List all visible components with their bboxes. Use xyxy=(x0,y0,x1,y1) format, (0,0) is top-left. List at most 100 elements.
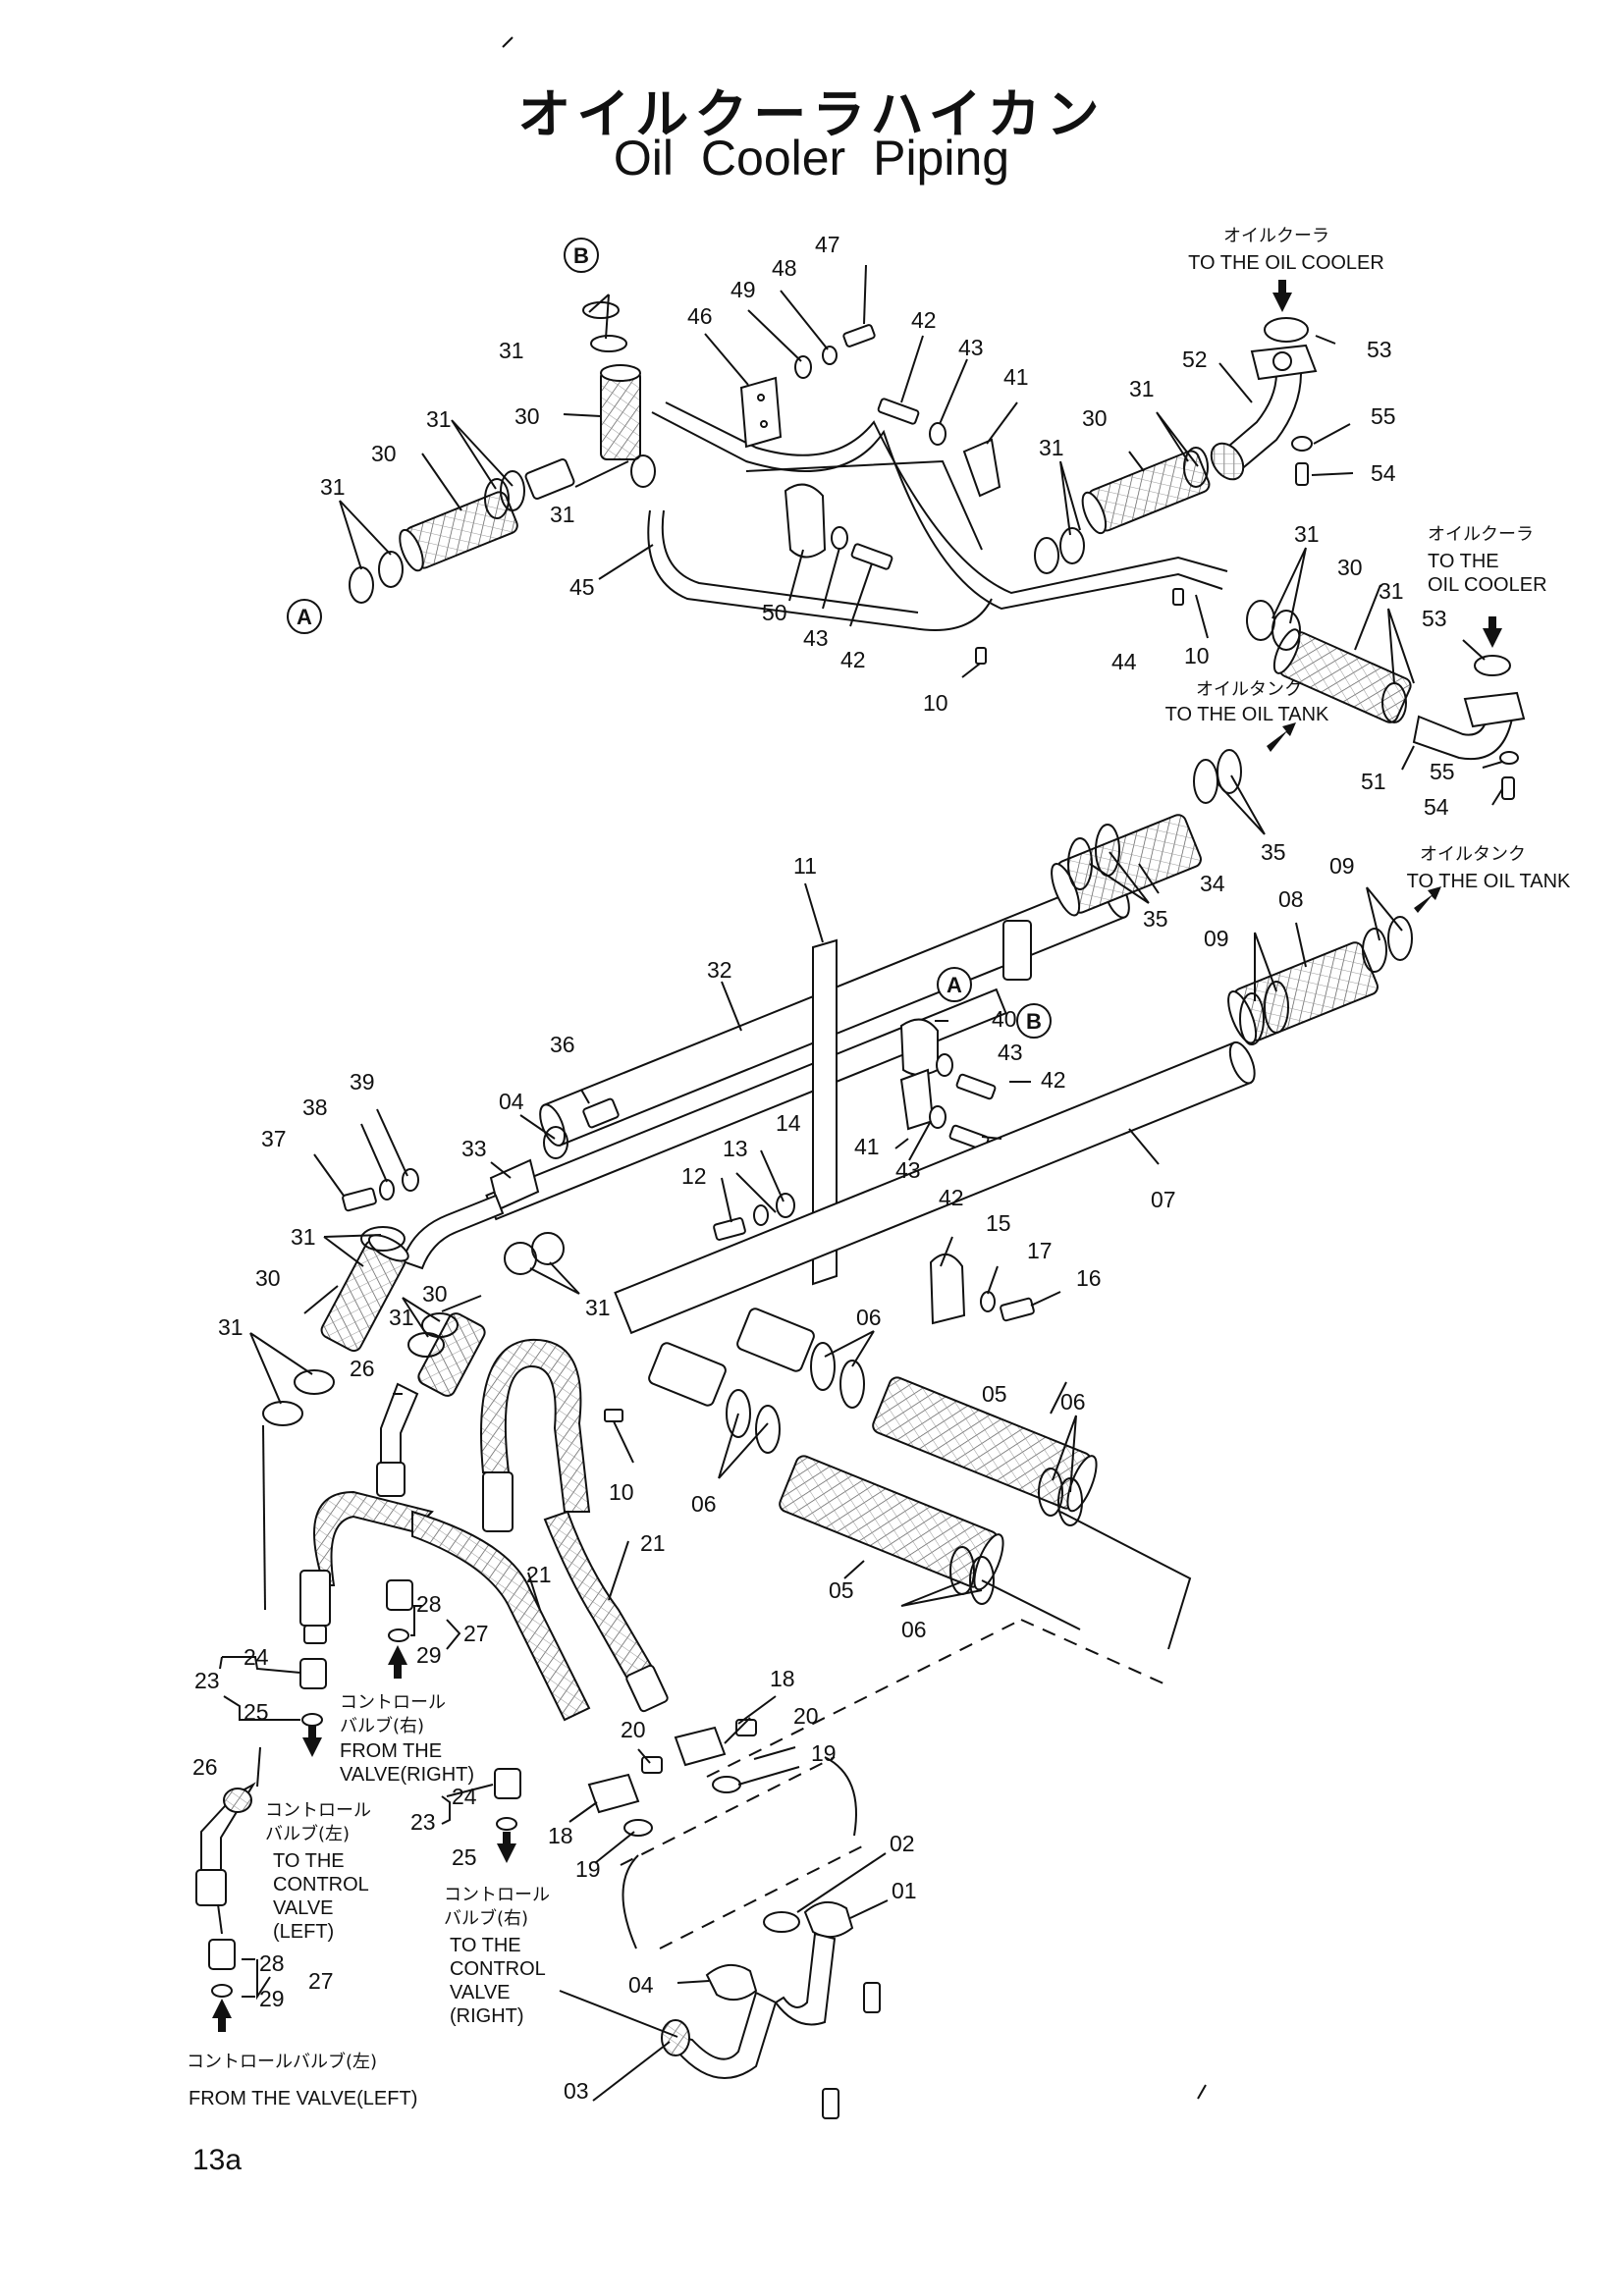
washer-17 xyxy=(980,1291,996,1312)
part-label-38: 38 xyxy=(302,1095,328,1120)
part-label-03: 03 xyxy=(564,2078,589,2104)
bolt-54-top xyxy=(1295,462,1309,486)
clamp-31-i1 xyxy=(360,1226,406,1252)
arrow-up-oil-cooler-right xyxy=(1483,616,1502,648)
annotation-from-valve-left: コントロールバルブ(左) FROM THE VALVE(LEFT) xyxy=(187,2051,417,2109)
part-label-10-upper-a: 10 xyxy=(923,690,948,716)
part-label-31-mid-right: 31 xyxy=(585,1295,611,1320)
hose-30-left-lower xyxy=(320,1234,409,1353)
bolt-03 xyxy=(822,2088,839,2119)
arrow-up-29-lower xyxy=(212,1999,232,2032)
part-label-11: 11 xyxy=(793,853,817,879)
annotation-to-oil-cooler-right: オイルクーラ TO THE OIL COOLER xyxy=(1428,524,1547,596)
part-label-42-mid: 42 xyxy=(840,647,866,672)
part-label-29-top: 29 xyxy=(416,1642,442,1668)
clamp-06-d xyxy=(755,1405,781,1454)
part-label-39: 39 xyxy=(350,1069,375,1095)
part-label-42-mid-b: 42 xyxy=(939,1185,964,1210)
part-label-20-left: 20 xyxy=(621,1717,646,1742)
part-label-31-mid-left: 31 xyxy=(550,502,575,527)
annotation-to-valve-left: コントロール バルブ(左) TO THE CONTROL VALVE (LEFT… xyxy=(265,1800,371,1943)
clamp-31-d1 xyxy=(1183,447,1209,488)
bolt-01 xyxy=(863,1982,881,2013)
part-label-15: 15 xyxy=(986,1210,1011,1236)
plug-10-lower xyxy=(604,1409,623,1422)
clamp-35-c xyxy=(1193,759,1218,804)
part-label-06-left: 06 xyxy=(691,1491,717,1517)
washer-43-mid-a xyxy=(936,1053,953,1077)
stray-mark-bottom xyxy=(1197,2084,1207,2100)
part-label-09-upper: 09 xyxy=(1329,853,1355,879)
note-en1-to-valve-right: TO THE xyxy=(450,1935,521,1956)
part-label-31-upper-right: 31 xyxy=(1129,376,1155,401)
flange-04-lower xyxy=(705,1964,758,2002)
clamp-06-h xyxy=(969,1556,995,1605)
part-label-37: 37 xyxy=(261,1126,287,1151)
bolt-37 xyxy=(342,1187,377,1212)
part-label-21-left: 21 xyxy=(526,1562,552,1587)
note-en-oil-tank-1: TO THE OIL TANK xyxy=(1165,704,1329,725)
washer-14 xyxy=(776,1193,795,1218)
part-label-43-mid-b: 43 xyxy=(895,1157,921,1183)
part-label-30-vertical: 30 xyxy=(514,403,540,429)
middle-piping-group xyxy=(262,749,1413,1605)
part-label-31-far-left: 31 xyxy=(320,474,346,500)
part-label-16: 16 xyxy=(1076,1265,1102,1291)
bolt-47 xyxy=(842,324,876,347)
pipe-stub-manifold-b xyxy=(736,1308,815,1372)
part-label-24-mid: 24 xyxy=(452,1784,477,1809)
note-en-from-valve-left: FROM THE VALVE(LEFT) xyxy=(189,2088,417,2109)
clamp-06-a xyxy=(810,1342,836,1391)
washer-49 xyxy=(794,355,812,379)
part-label-41-upper: 41 xyxy=(1003,364,1029,390)
note-en2-from-valve-right: VALVE(RIGHT) xyxy=(340,1764,474,1786)
washer-55-top xyxy=(1291,436,1313,452)
part-label-30-left: 30 xyxy=(255,1265,281,1291)
part-label-48: 48 xyxy=(772,255,797,281)
part-label-30-upper-right: 30 xyxy=(1082,405,1108,431)
clamp-31-i3 xyxy=(531,1232,565,1265)
hose-05-upper xyxy=(872,1376,1098,1513)
bracket-46 xyxy=(739,376,783,449)
page-number: 13a xyxy=(192,2144,243,2176)
part-label-04-lower: 04 xyxy=(628,1972,654,1998)
part-label-31-left-lower: 31 xyxy=(218,1314,243,1340)
ref-label-a-left: A xyxy=(297,605,312,629)
fitting-21-mid xyxy=(482,1471,514,1532)
clamp-06-c xyxy=(726,1389,751,1438)
plug-10-upper-a xyxy=(975,647,987,665)
flange-18-left xyxy=(587,1773,640,1814)
arrow-up-oil-cooler-top xyxy=(1272,280,1292,312)
pipe-03 xyxy=(666,1991,778,2079)
clamp-06-b xyxy=(839,1360,865,1409)
part-label-50: 50 xyxy=(762,600,787,625)
washer-13 xyxy=(753,1204,769,1226)
bolt-20-right xyxy=(735,1719,757,1736)
part-label-05-upper: 05 xyxy=(982,1381,1007,1407)
annotation-to-oil-cooler-top: オイルクーラ TO THE OIL COOLER xyxy=(1188,226,1384,274)
pipe-stub-manifold-a xyxy=(648,1342,727,1407)
part-label-23-mid: 23 xyxy=(410,1809,436,1835)
leader-lines xyxy=(219,264,1503,2102)
o-ring-02 xyxy=(763,1911,800,1933)
part-label-19-right: 19 xyxy=(811,1740,837,1766)
bracket-15 xyxy=(929,1254,966,1325)
part-label-30-far-right: 30 xyxy=(1337,555,1363,580)
note-en4-to-valve-right: (RIGHT) xyxy=(450,2005,524,2027)
clamp-35-d xyxy=(1217,749,1242,794)
part-label-04-mid: 04 xyxy=(499,1089,524,1114)
note-jp-oil-cooler-right: オイルクーラ xyxy=(1428,524,1534,545)
part-label-06-lower: 06 xyxy=(901,1617,927,1642)
part-label-13: 13 xyxy=(723,1136,748,1161)
pipe-stub-b xyxy=(1002,920,1032,981)
annotation-to-oil-tank-1: オイルタンク TO THE OIL TANK xyxy=(1165,679,1329,725)
upper-piping-group xyxy=(349,280,1526,913)
washer-38 xyxy=(379,1179,395,1201)
note-jp2-from-valve-right: バルブ(右) xyxy=(340,1715,424,1736)
part-label-43-upper: 43 xyxy=(958,335,984,360)
bolt-42-upper xyxy=(877,398,920,425)
clamp-31-m1 xyxy=(484,478,510,519)
part-label-25-top: 25 xyxy=(243,1699,269,1725)
part-label-31-upper-left: 31 xyxy=(426,406,452,432)
